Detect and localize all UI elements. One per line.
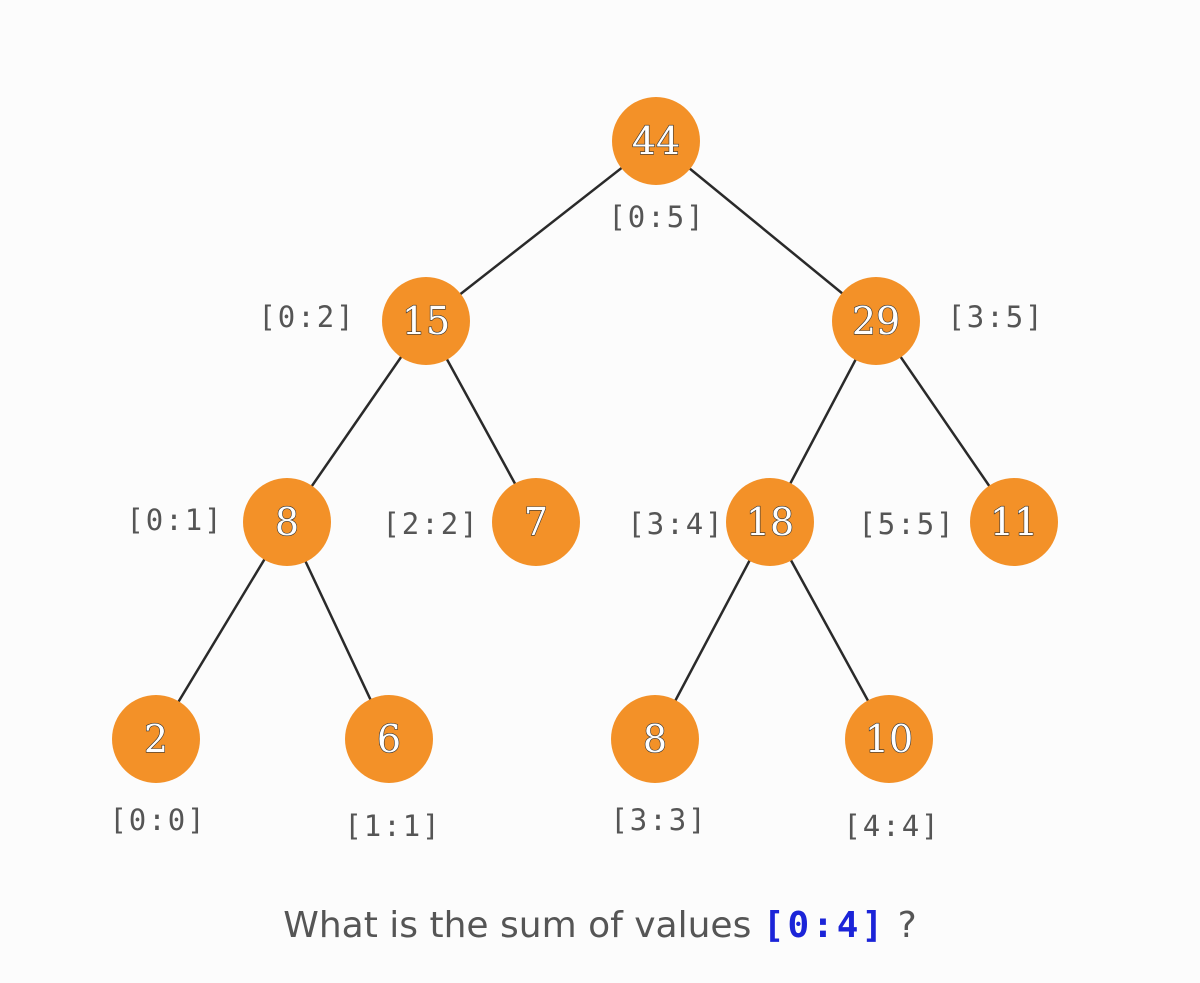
question-range: [0:4] <box>762 905 887 946</box>
node-0-2: 15 <box>382 277 470 365</box>
range-label-3-3: [3:3] <box>610 803 708 837</box>
question-suffix: ? <box>886 905 917 946</box>
range-label-1-1: [1:1] <box>344 809 442 843</box>
range-label-0-1: [0:1] <box>126 503 224 537</box>
question-text: What is the sum of values [0:4] ? <box>0 905 1200 946</box>
node-0-0: 2 <box>112 695 200 783</box>
node-3-5: 29 <box>832 277 920 365</box>
tree-edge <box>655 140 877 322</box>
range-label-3-4: [3:4] <box>627 507 725 541</box>
range-label-5-5: [5:5] <box>858 507 956 541</box>
range-label-0-2: [0:2] <box>258 300 356 334</box>
question-prefix: What is the sum of values <box>283 905 763 946</box>
node-root: 44 <box>612 97 700 185</box>
range-label-2-2: [2:2] <box>382 507 480 541</box>
node-3-4: 18 <box>726 478 814 566</box>
tree-edge <box>425 140 657 322</box>
node-5-5: 11 <box>970 478 1058 566</box>
range-label-4-4: [4:4] <box>843 809 941 843</box>
node-4-4: 10 <box>845 695 933 783</box>
node-1-1: 6 <box>345 695 433 783</box>
node-0-1: 8 <box>243 478 331 566</box>
node-3-3: 8 <box>611 695 699 783</box>
range-label-root: [0:5] <box>608 200 706 234</box>
range-label-3-5: [3:5] <box>947 300 1045 334</box>
node-2-2: 7 <box>492 478 580 566</box>
range-label-0-0: [0:0] <box>109 803 207 837</box>
